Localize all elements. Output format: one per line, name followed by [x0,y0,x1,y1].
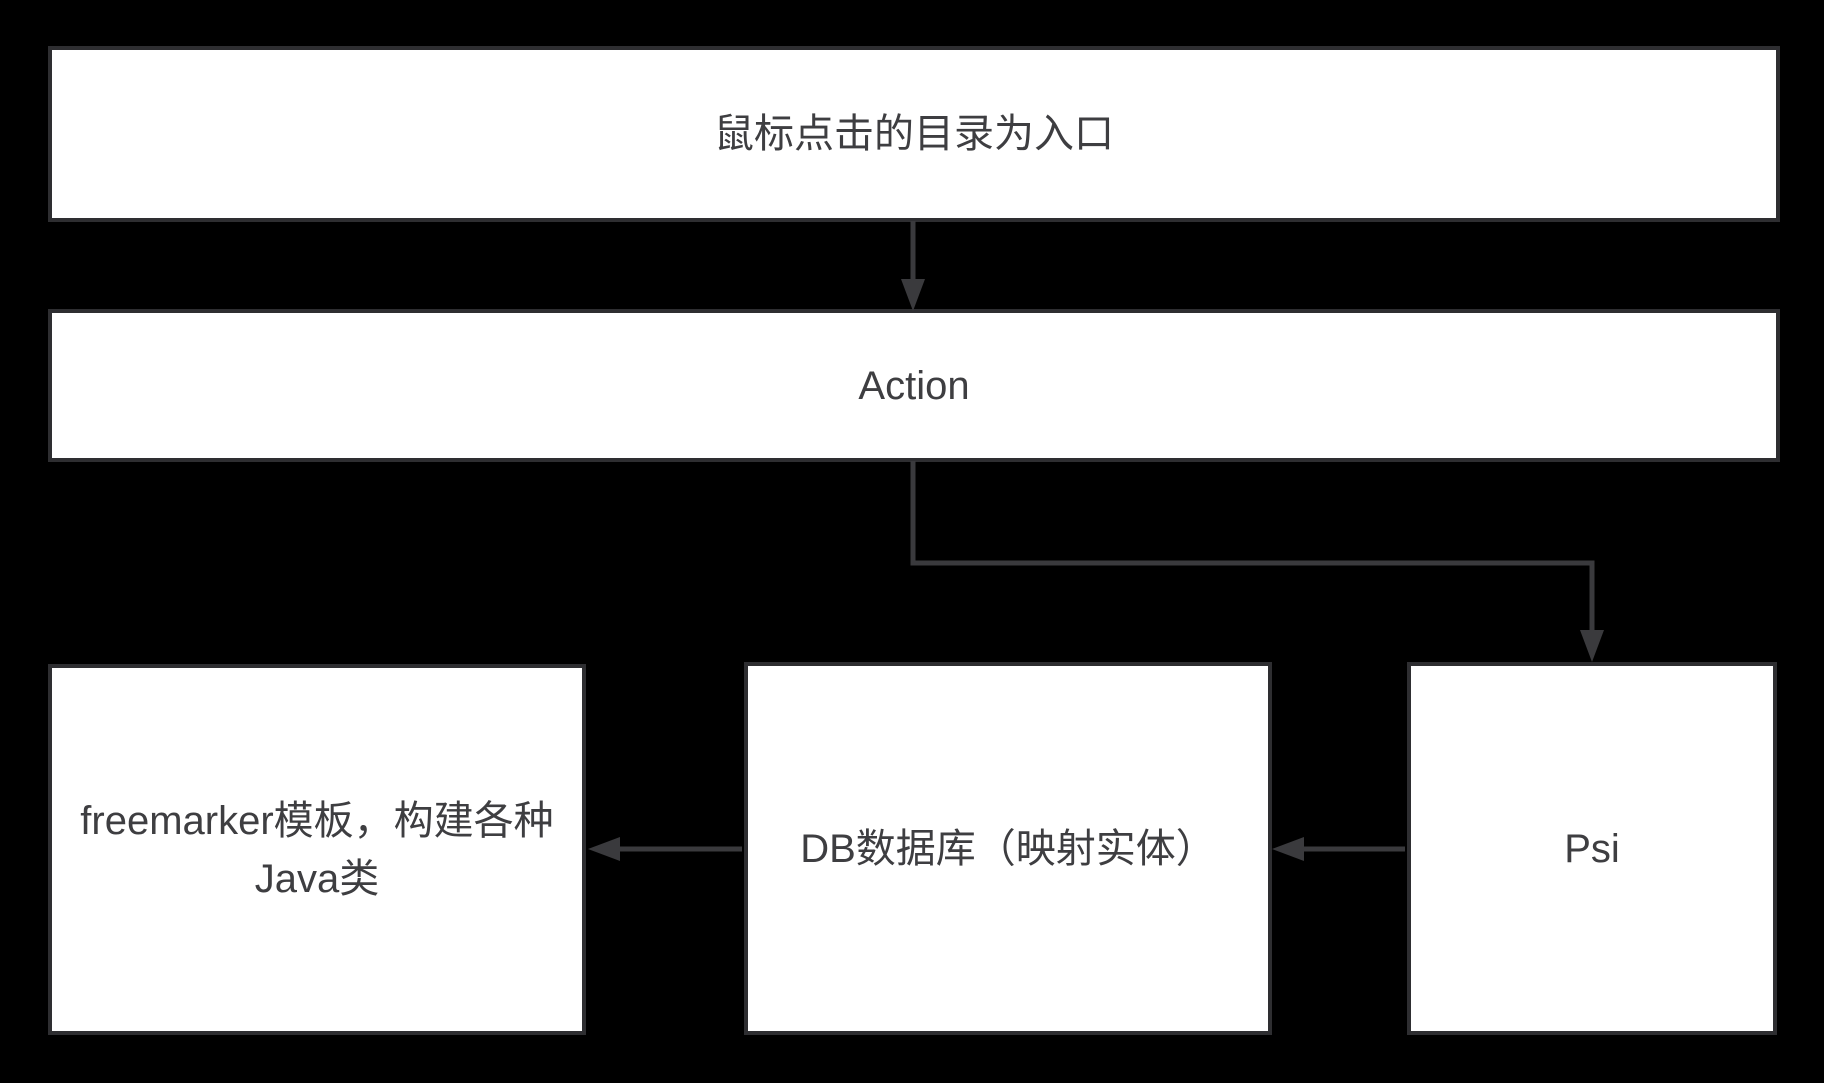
node-freemarker: freemarker模板，构建各种Java类 [48,664,586,1035]
arrow-psi-to-db [1272,837,1405,861]
node-psi-label: Psi [1564,826,1620,871]
node-freemarker-label: freemarker模板，构建各种Java类 [80,798,554,901]
arrow-action-to-psi [910,461,1604,662]
node-action: Action [48,309,1780,462]
node-psi: Psi [1407,662,1777,1035]
node-entry-label: 鼠标点击的目录为入口 [714,112,1114,156]
arrow-db-to-freemarker [588,837,742,861]
arrow-entry-to-action [901,221,925,311]
node-db: DB数据库（映射实体） [744,662,1272,1035]
node-db-label: DB数据库（映射实体） [800,826,1216,871]
node-entry: 鼠标点击的目录为入口 [48,46,1780,222]
node-action-label: Action [858,363,970,408]
